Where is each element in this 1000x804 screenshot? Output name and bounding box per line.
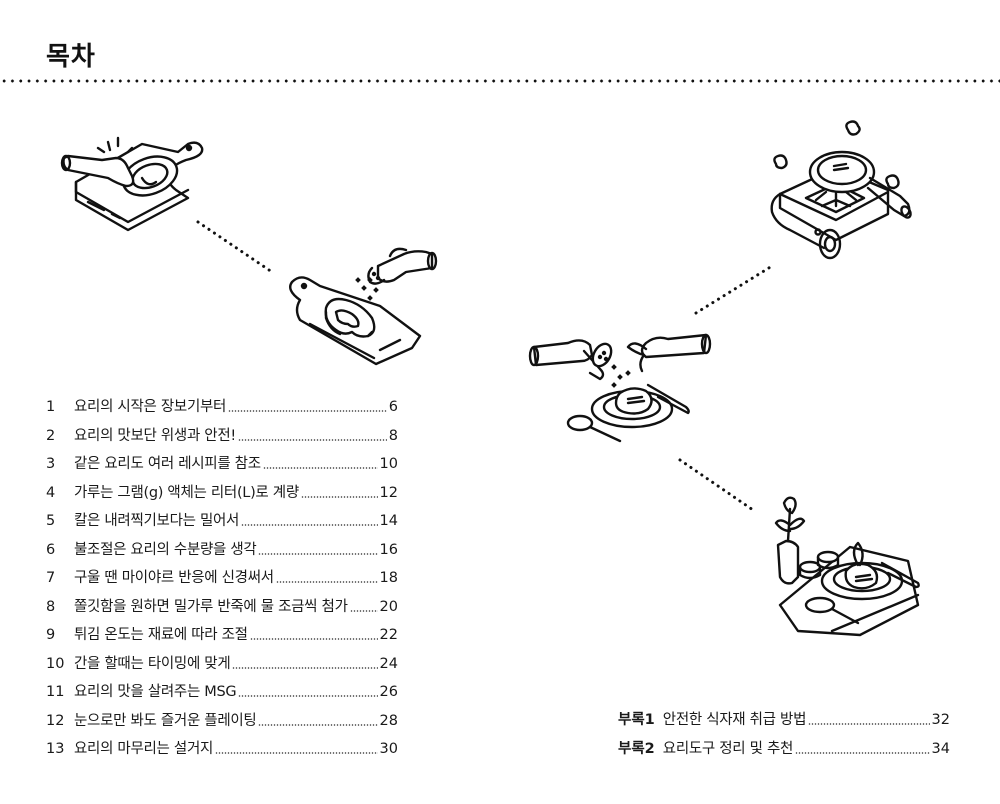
- toc-title: 구울 땐 마이야르 반응에 신경써서: [74, 570, 274, 586]
- toc-page-number: 30: [379, 741, 398, 757]
- toc-page-number: 22: [379, 627, 398, 643]
- toc-title: 요리의 시작은 장보기부터: [74, 399, 227, 415]
- dot-leader: [275, 581, 378, 584]
- toc-number: 1: [46, 399, 56, 415]
- toc-title: 요리의 맛을 살려주는 MSG: [74, 684, 237, 700]
- dot-leader: [215, 752, 378, 755]
- toc-page-number: 12: [379, 484, 398, 501]
- toc-item[interactable]: 5 칼은 내려찍기보다는 밀어서 14: [46, 509, 398, 538]
- toc-page-number: 26: [379, 684, 398, 700]
- toc-page-number: 20: [379, 598, 398, 615]
- appendix-item[interactable]: 부록2 요리도구 정리 및 추천 34: [618, 737, 950, 766]
- toc-item[interactable]: 1 요리의 시작은 장보기부터 6: [46, 395, 398, 424]
- dot-leader: [258, 723, 378, 726]
- toc-item[interactable]: 10 간을 할때는 타이밍에 맞게 24: [46, 652, 398, 681]
- toc-title: 불조절은 요리의 수분량을 생각: [74, 541, 257, 558]
- toc-number: 8: [46, 598, 56, 615]
- hands-seasoning-plated-steak-icon: [528, 333, 712, 443]
- dot-leader: [241, 524, 378, 527]
- toc-item[interactable]: 3 같은 요리도 여러 레시피를 참조 10: [46, 452, 398, 481]
- toc-title: 간을 할때는 타이밍에 맞게: [74, 655, 231, 672]
- hand-pressing-meat-on-cutting-board-icon: [60, 136, 204, 232]
- dot-leader: [795, 751, 930, 754]
- toc-page-number: 18: [379, 570, 398, 586]
- appendix-title: 안전한 식자재 취급 방법: [662, 712, 807, 728]
- toc-item[interactable]: 9 튀김 온도는 재료에 따라 조절 22: [46, 623, 398, 652]
- toc-title: 칼은 내려찍기보다는 밀어서: [74, 513, 240, 529]
- appendix-page-number: 34: [931, 740, 950, 757]
- toc-page-number: 14: [379, 513, 398, 529]
- toc-number: 11: [46, 684, 65, 700]
- salt-shaker-over-meat-on-board-icon: [289, 247, 438, 366]
- toc-number: 5: [46, 513, 56, 529]
- toc-item[interactable]: 12 눈으로만 봐도 즐거운 플레이팅 28: [46, 709, 398, 738]
- toc-page-number: 10: [379, 456, 398, 472]
- toc-item[interactable]: 7 구울 땐 마이야르 반응에 신경써서 18: [46, 566, 398, 595]
- toc-page-number: 28: [379, 712, 398, 729]
- appendix-page-number: 32: [931, 712, 950, 728]
- toc-title: 튀김 온도는 재료에 따라 조절: [74, 627, 248, 643]
- toc-title: 쫄깃함을 원하면 밀가루 반죽에 물 조금씩 첨가: [74, 598, 348, 615]
- appendix-item[interactable]: 부록1 안전한 식자재 취급 방법 32: [618, 708, 950, 737]
- dot-leader: [228, 410, 387, 413]
- toc-page-number: 16: [379, 541, 398, 558]
- appendix-title: 요리도구 정리 및 추천: [662, 740, 794, 757]
- illustration-seasoning-meat: [280, 240, 445, 370]
- illustration-cutting-meat: [58, 130, 218, 240]
- toc-number: 3: [46, 456, 56, 472]
- dot-leader: [238, 695, 378, 698]
- dot-leader: [808, 723, 930, 726]
- toc-item[interactable]: 13 요리의 마무리는 설거지 30: [46, 737, 398, 766]
- connector-3: [678, 458, 755, 512]
- connector-2: [694, 264, 774, 315]
- toc-number: 13: [46, 741, 65, 757]
- toc-number: 7: [46, 570, 56, 586]
- dot-leader: [249, 638, 378, 641]
- dot-leader: [237, 438, 387, 441]
- toc-title: 요리의 맛보단 위생과 안전!: [74, 427, 236, 444]
- toc-item[interactable]: 6 불조절은 요리의 수분량을 생각 16: [46, 538, 398, 567]
- dot-leader: [349, 609, 378, 612]
- illustration-pan-on-stove: [760, 120, 920, 265]
- dot-leader: [262, 467, 378, 470]
- toc-number: 6: [46, 541, 56, 558]
- toc-page-number: 6: [388, 399, 398, 415]
- appendix-number: 부록2: [618, 740, 655, 757]
- appendix-list: 부록1 안전한 식자재 취급 방법 32 부록2 요리도구 정리 및 추천 34: [618, 708, 950, 765]
- appendix-number: 부록1: [618, 712, 655, 728]
- toc-number: 2: [46, 427, 56, 444]
- dot-leader: [300, 495, 378, 498]
- toc-page-number: 8: [388, 427, 398, 444]
- table-setting-with-flower-icon: [774, 496, 920, 637]
- toc-title: 가루는 그램(g) 액체는 리터(L)로 계량: [74, 484, 299, 501]
- toc-title: 같은 요리도 여러 레시피를 참조: [74, 456, 261, 472]
- page-title: 목차: [46, 42, 96, 72]
- dot-leader: [232, 666, 378, 669]
- toc-item[interactable]: 2 요리의 맛보단 위생과 안전! 8: [46, 424, 398, 453]
- toc-number: 12: [46, 712, 65, 729]
- table-of-contents: 1 요리의 시작은 장보기부터 6 2 요리의 맛보단 위생과 안전! 8 3 같은 요리…: [46, 395, 398, 766]
- toc-item[interactable]: 4 가루는 그램(g) 액체는 리터(L)로 계량 12: [46, 481, 398, 510]
- toc-title: 눈으로만 봐도 즐거운 플레이팅: [74, 712, 257, 729]
- frying-pan-on-portable-stove-icon: [770, 120, 912, 260]
- illustration-seasoning-plate: [528, 325, 713, 445]
- toc-title: 요리의 마무리는 설거지: [74, 741, 214, 757]
- toc-page-number: 24: [379, 655, 398, 672]
- dot-leader: [258, 552, 378, 555]
- toc-number: 4: [46, 484, 56, 501]
- toc-number: 10: [46, 655, 65, 672]
- illustration-plated-table: [770, 495, 930, 640]
- toc-item[interactable]: 11 요리의 맛을 살려주는 MSG 26: [46, 680, 398, 709]
- dotted-divider: [0, 79, 1000, 83]
- toc-number: 9: [46, 627, 56, 643]
- toc-item[interactable]: 8 쫄깃함을 원하면 밀가루 반죽에 물 조금씩 첨가 20: [46, 595, 398, 624]
